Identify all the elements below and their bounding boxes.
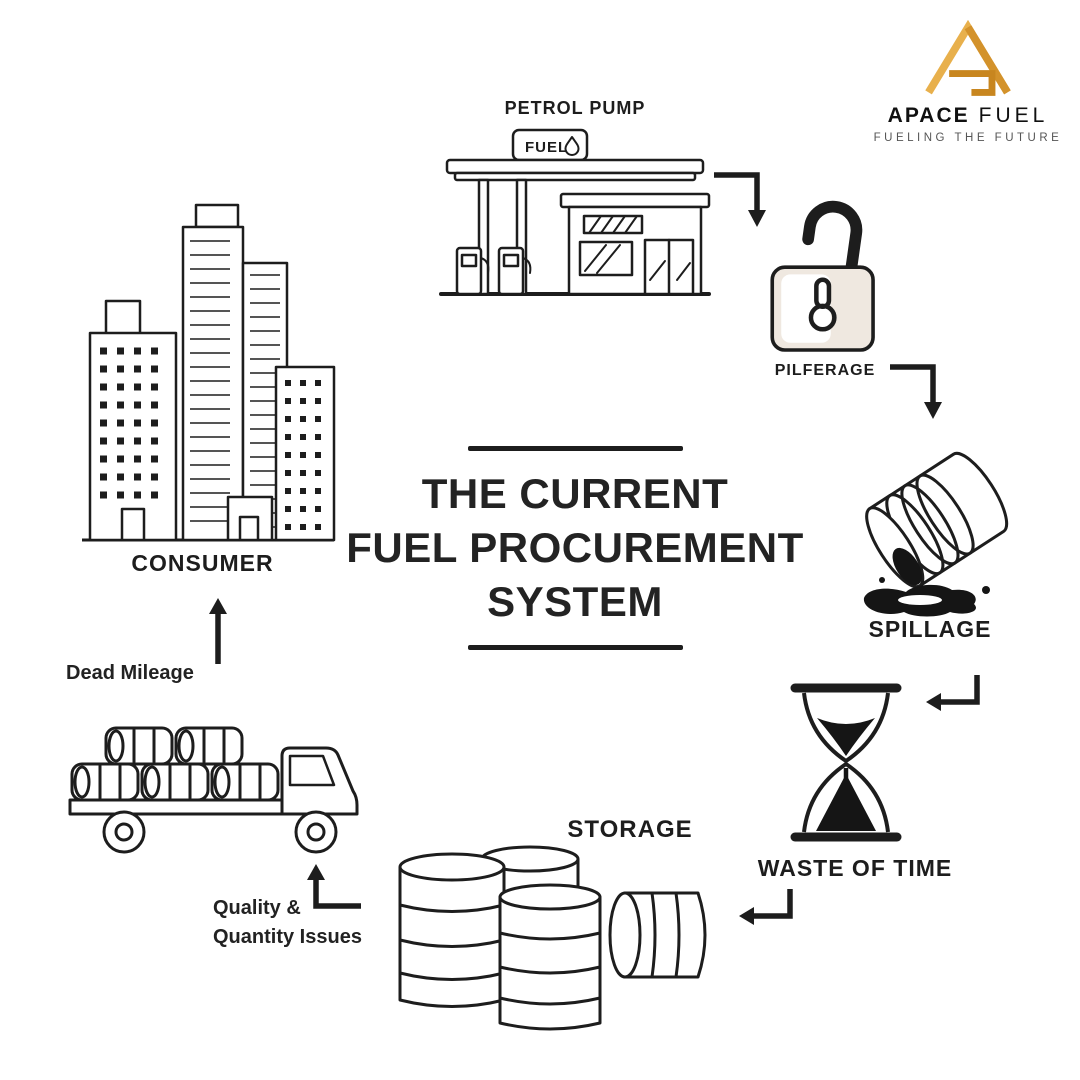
city-buildings-icon — [82, 203, 336, 542]
consumer-label: CONSUMER — [131, 550, 274, 576]
title-line-1: THE CURRENT — [421, 470, 729, 517]
dead-mileage-label: Dead Mileage — [66, 662, 194, 684]
quality-issues-line-2: Quantity Issues — [213, 926, 362, 948]
arrow-storage-to-truck-icon — [307, 864, 361, 909]
title-line-3: SYSTEM — [487, 578, 663, 625]
quality-issues-label: Quality & Quantity Issues — [213, 894, 362, 952]
arrow-spillage-to-waste-icon — [926, 675, 980, 711]
truck-barrel — [70, 762, 140, 802]
petrol-pump-label: PETROL PUMP — [504, 98, 646, 118]
title-divider-bottom — [467, 645, 683, 650]
title-line-2: FUEL PROCUREMENT — [346, 524, 804, 571]
hourglass-icon — [790, 683, 902, 842]
center-title-block: THE CURRENT FUEL PROCUREMENT SYSTEM — [330, 446, 820, 650]
fuel-drums-icon — [398, 845, 707, 1031]
storage-label: STORAGE — [567, 816, 693, 843]
waste-of-time-label: WASTE OF TIME — [757, 855, 953, 881]
arrow-waste-to-storage-icon — [739, 889, 793, 925]
brand-name-primary: APACE — [887, 104, 970, 127]
truck-barrel — [104, 726, 174, 766]
quality-issues-line-1: Quality & — [213, 897, 301, 919]
title-divider-top — [467, 446, 683, 451]
spilled-barrel-icon — [863, 451, 1009, 617]
apace-triangle-logo-icon — [925, 20, 1011, 96]
arrow-truck-to-consumer-icon — [209, 598, 227, 664]
arrow-pilferage-to-spillage-icon — [890, 364, 942, 419]
barrel-truck-icon — [68, 726, 359, 854]
pilferage-label: PILFERAGE — [774, 362, 876, 379]
open-padlock-icon — [770, 200, 875, 352]
petrol-station-icon: FUEL — [439, 128, 711, 296]
arrow-pump-to-pilferage-icon — [714, 172, 766, 227]
spillage-label: SPILLAGE — [868, 616, 992, 642]
truck-barrel — [174, 726, 244, 766]
brand-name-secondary: FUEL — [978, 104, 1049, 127]
brand-tagline: FUELING THE FUTURE — [873, 132, 1063, 144]
brand-name: APACE FUEL — [868, 104, 1068, 128]
truck-barrel — [210, 762, 280, 802]
truck-barrel — [140, 762, 210, 802]
brand-block: APACE FUEL FUELING THE FUTURE — [868, 20, 1068, 144]
fuel-sign-text: FUEL — [525, 139, 568, 156]
